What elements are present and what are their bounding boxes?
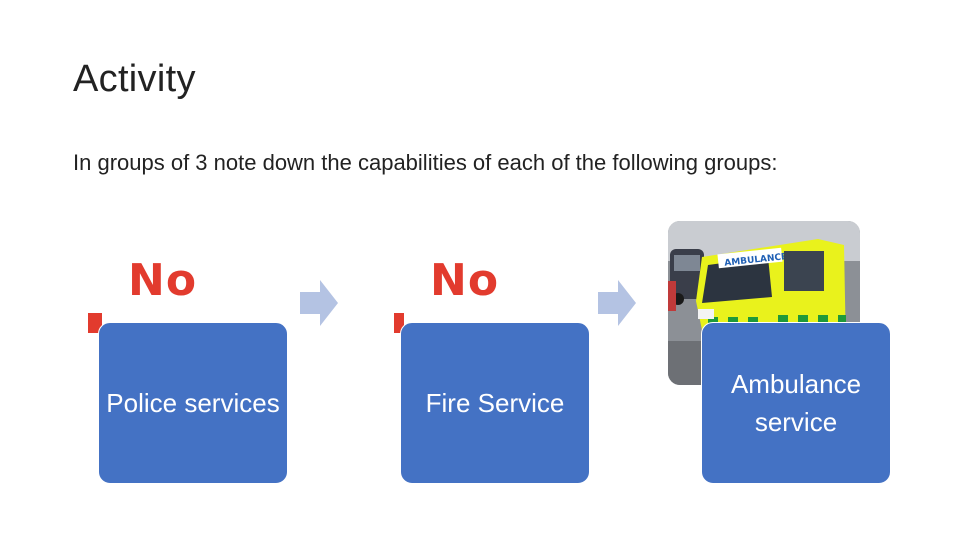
- node-police-services: Police services: [98, 322, 288, 484]
- node-ambulance-service: Ambulance service: [701, 322, 891, 484]
- node-police-services-label: Police services: [106, 388, 280, 418]
- arrow-right-icon: [300, 280, 338, 326]
- node-ambulance-service-label: Ambulance service: [730, 369, 862, 437]
- arrow-right-icon: [598, 280, 636, 326]
- node-fire-service-label: Fire Service: [425, 388, 565, 418]
- instructions-text: In groups of 3 note down the capabilitie…: [73, 150, 778, 175]
- broken-image-middle-fragment: [394, 313, 404, 333]
- slide-title: Activity: [73, 58, 196, 100]
- node-fire-service: Fire Service: [400, 322, 590, 484]
- broken-image-middle-text: No: [430, 255, 500, 306]
- broken-image-left-text: No: [128, 255, 198, 306]
